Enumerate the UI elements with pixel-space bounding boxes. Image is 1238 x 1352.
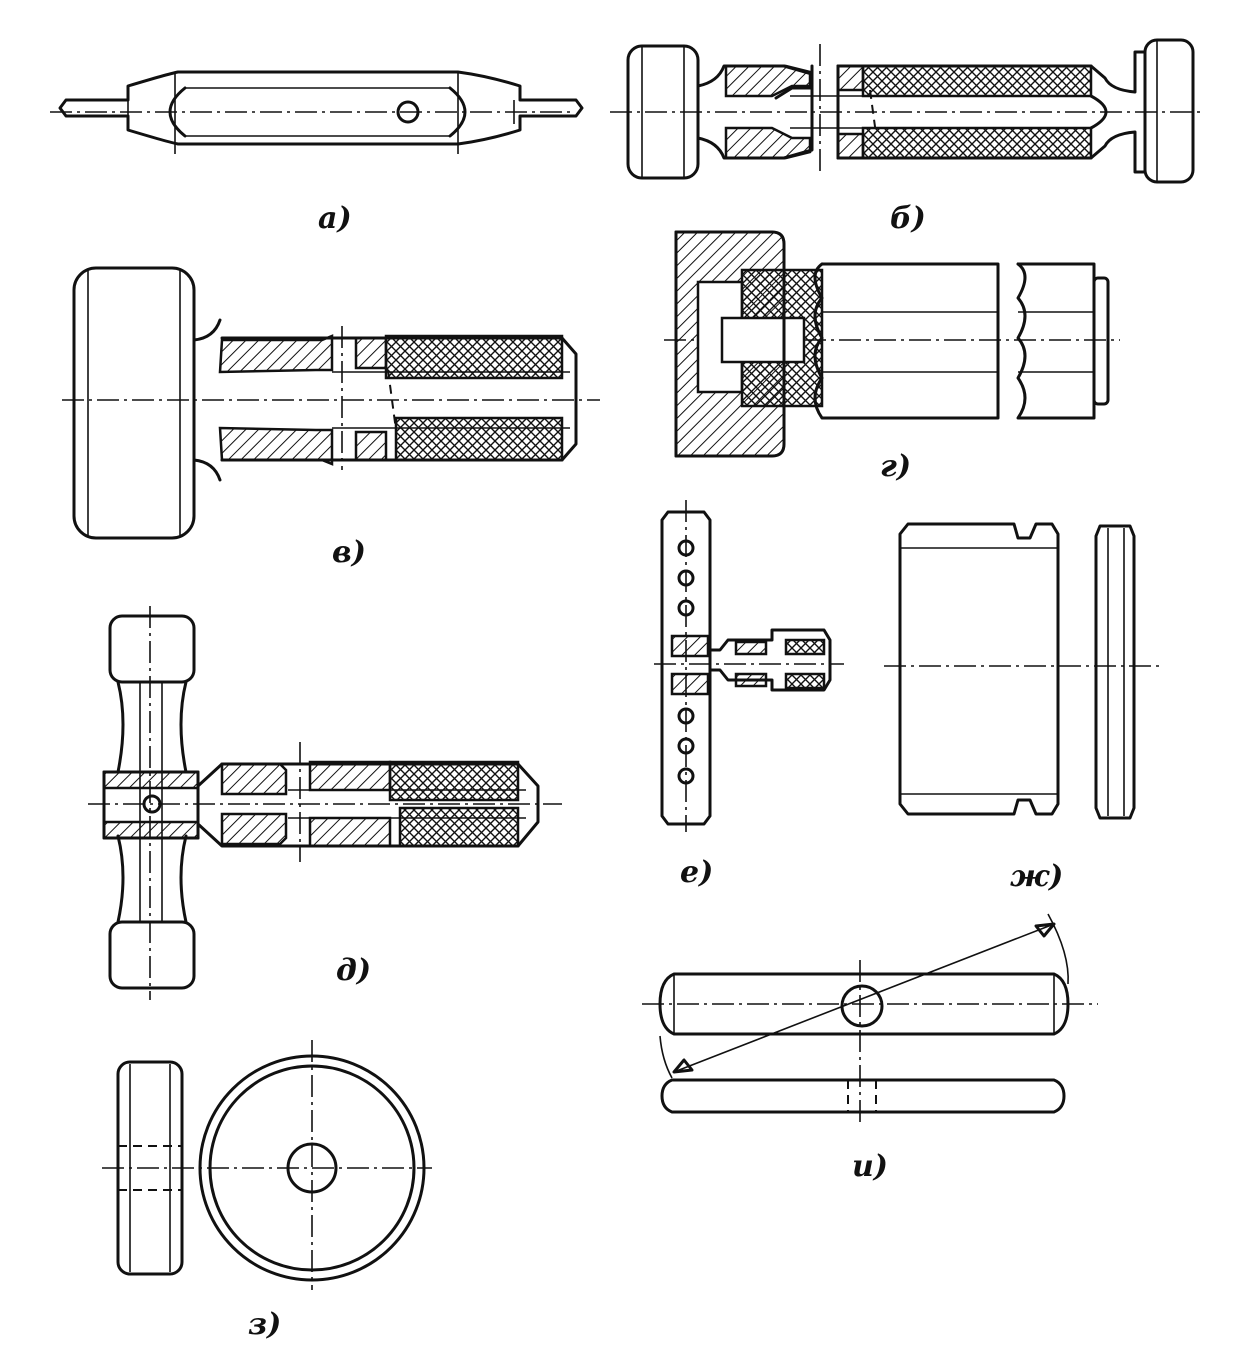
caption-i: и)	[852, 1149, 888, 1184]
caption-v: в)	[332, 535, 366, 570]
figure-a-double-plug-gauge	[50, 70, 584, 154]
caption-b: б)	[890, 201, 926, 236]
figure-z-disc-gauge	[102, 1040, 432, 1290]
caption-g: г)	[880, 449, 911, 484]
figure-i-flat-bar-gauge	[642, 913, 1098, 1126]
figure-zh-gauge-blank	[884, 522, 1160, 820]
caption-d: д)	[336, 953, 371, 988]
caption-e: е)	[680, 855, 713, 890]
caption-a: а)	[318, 201, 352, 236]
figure-b-plug-gauge-sectioned	[610, 38, 1205, 184]
figure-g-hex-gauge	[664, 230, 1120, 458]
figure-e-t-handle-small	[654, 500, 844, 832]
caption-zh: ж)	[1010, 859, 1063, 894]
figure-d-plug-gauge-t-handle	[88, 606, 562, 1000]
caption-z: з)	[248, 1307, 281, 1342]
figure-v-plug-gauge-disc-handle	[62, 266, 600, 540]
